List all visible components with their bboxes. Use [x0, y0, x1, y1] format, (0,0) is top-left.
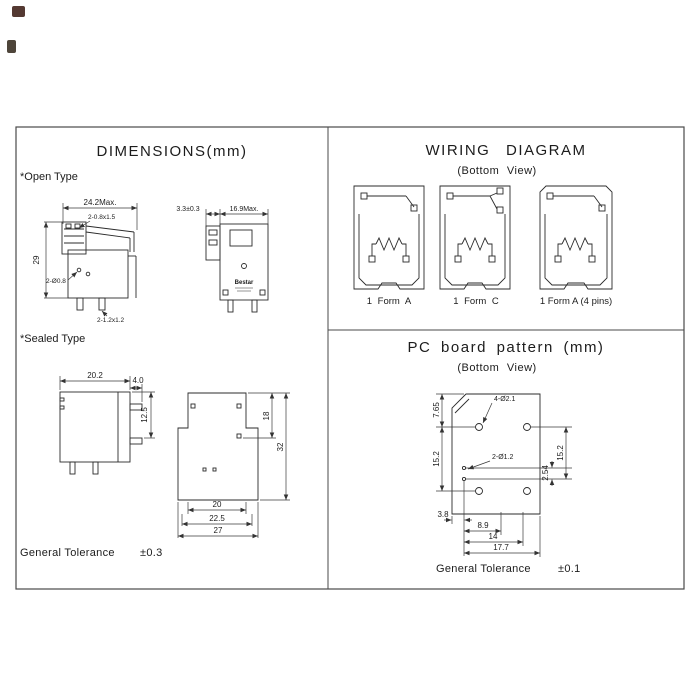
sealed-front-dimension-lines: [59, 376, 155, 439]
dim-pcb-row-spacing-left: 15.2: [432, 451, 441, 467]
sealed-bottom-dimension-lines: [177, 392, 290, 539]
dim-sealed-inner-height: 18: [262, 411, 271, 420]
dim-side-bracket: 3.3±0.3: [176, 206, 199, 213]
wiring-subtitle: (Bottom View): [457, 165, 536, 177]
dim-pcb-holes-small: 2-Ø1.2: [492, 454, 514, 461]
sealed-type-bottom-view: [177, 392, 259, 501]
wiring-title: WIRING DIAGRAM: [426, 142, 587, 159]
sheet-frame: [15, 126, 685, 590]
dim-sealed-tab: 4.0: [132, 376, 144, 385]
dim-sealed-w3: 27: [214, 526, 223, 535]
open-type-front-view: [61, 221, 137, 311]
dim-open-height: 29: [32, 255, 41, 264]
wiring-figure-form-a: [353, 185, 425, 290]
wiring-label-form-a: 1 Form A: [367, 296, 412, 307]
pcb-outline: [451, 393, 541, 515]
dim-pcb-small-spacing: 2.54: [541, 465, 550, 481]
dim-open-slot: 2-0.8x1.5: [88, 214, 115, 221]
dimensions-panel: DIMENSIONS(mm) *Open Type: [20, 143, 290, 559]
tolerance-label-left: General Tolerance: [20, 547, 115, 559]
tolerance-value-pcb: ±0.1: [558, 563, 581, 575]
tolerance-label-pcb: General Tolerance: [436, 563, 531, 575]
pcb-title: PC board pattern (mm): [408, 339, 605, 356]
dim-sealed-width: 20.2: [87, 371, 103, 380]
pcb-panel: PC board pattern (mm) (Bottom View): [408, 339, 605, 575]
brand-text: Bestar: [235, 280, 254, 286]
open-side-dimension-lines: [205, 209, 269, 226]
tolerance-value-left: ±0.3: [140, 547, 163, 559]
dim-open-holes: 2-Ø0.8: [46, 278, 66, 285]
dim-pcb-col1: 8.9: [477, 521, 489, 530]
wiring-figure-form-a-4pins: [539, 185, 613, 290]
dim-open-pins: 2-1.2x1.2: [97, 317, 124, 324]
open-type-side-view: [205, 223, 269, 313]
wiring-panel: WIRING DIAGRAM (Bottom View): [353, 142, 613, 307]
wiring-label-form-c: 1 Form C: [453, 296, 499, 307]
dim-pcb-col3: 17.7: [493, 543, 509, 552]
dim-pcb-top-offset: 7.65: [432, 402, 441, 418]
dim-sealed-height: 32: [276, 442, 285, 451]
sealed-type-front-view: [59, 391, 143, 475]
dim-sealed-tab-pos: 12.5: [140, 407, 149, 423]
pcb-subtitle: (Bottom View): [457, 362, 536, 374]
dim-sealed-w1: 20: [213, 500, 222, 509]
dim-side-width: 16.9Max.: [230, 206, 259, 213]
sealed-type-label: *Sealed Type: [20, 333, 85, 345]
pcb-dimension-lines: [436, 393, 572, 557]
dim-sealed-w2: 22.5: [209, 514, 225, 523]
scan-artifact-marks: [7, 6, 25, 53]
wiring-figure-form-c: [439, 185, 511, 290]
open-front-dimension-lines: [43, 203, 138, 317]
dim-pcb-row-spacing-right: 15.2: [556, 445, 565, 461]
dim-pcb-col2: 14: [489, 532, 498, 541]
dimensions-title: DIMENSIONS(mm): [97, 143, 248, 160]
dim-open-width: 24.2Max.: [84, 198, 117, 207]
dim-pcb-col-offset: 3.8: [437, 510, 449, 519]
wiring-label-form-a-4pins: 1 Form A (4 pins): [540, 296, 612, 307]
dim-pcb-holes-big: 4-Ø2.1: [494, 396, 516, 403]
open-type-label: *Open Type: [20, 171, 78, 183]
